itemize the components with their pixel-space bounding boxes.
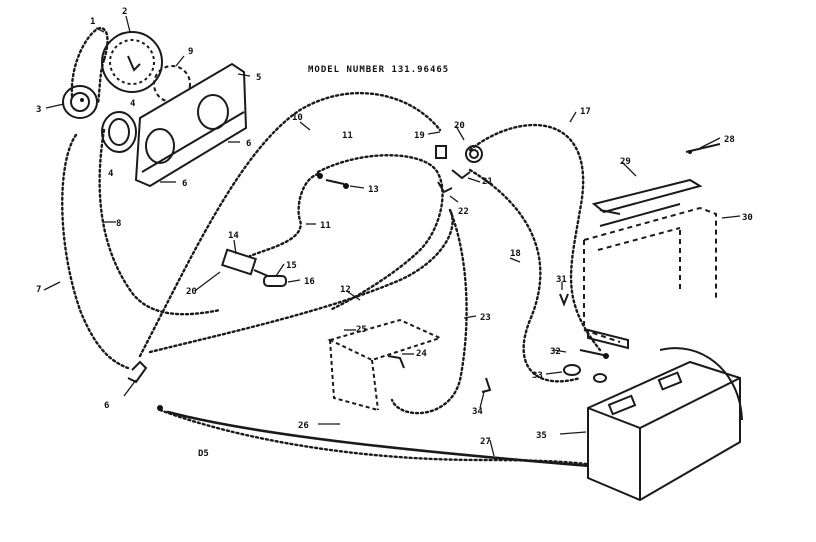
callout-15: 15 xyxy=(286,261,297,271)
callout-24: 24 xyxy=(416,349,427,359)
callout-30: 30 xyxy=(742,213,753,223)
callout-12: 12 xyxy=(340,285,351,295)
battery-box xyxy=(583,203,717,350)
hold-down-strap xyxy=(591,178,703,215)
callout-4: 4 xyxy=(108,169,114,179)
callout-19: 19 xyxy=(414,131,425,141)
callout-8: 8 xyxy=(116,219,121,229)
callout-2: 2 xyxy=(122,7,127,17)
callout-28: 28 xyxy=(724,135,735,145)
callout-32: 32 xyxy=(550,347,561,357)
callout-9: 9 xyxy=(188,47,193,57)
callout-35: 35 xyxy=(536,431,547,441)
switch-assembly xyxy=(221,173,349,287)
callout-20b: 20 xyxy=(454,121,465,131)
wire-harness xyxy=(61,26,602,468)
ground-clip xyxy=(127,360,148,384)
callout-33: 33 xyxy=(532,371,543,381)
bracket-assembly xyxy=(327,318,443,411)
callout-6b: 6 xyxy=(182,179,187,189)
callout-21: 21 xyxy=(482,177,493,187)
bolt-31 xyxy=(559,293,569,307)
callout-14: 14 xyxy=(228,231,239,241)
connector-cluster xyxy=(435,145,483,194)
callout-1: 1 xyxy=(90,17,95,27)
callout-16: 16 xyxy=(304,277,315,287)
callout-13: 13 xyxy=(368,185,379,195)
callout-23: 23 xyxy=(480,313,491,323)
callout-29: 29 xyxy=(620,157,631,167)
gauge-cluster xyxy=(62,31,191,153)
battery xyxy=(587,347,743,502)
callout-6c: 6 xyxy=(104,401,109,411)
callout-20: 20 xyxy=(186,287,197,297)
callout-11b: 11 xyxy=(320,221,331,231)
callout-18: 18 xyxy=(510,249,521,259)
leader-lines xyxy=(43,15,741,457)
clip-34 xyxy=(481,377,492,393)
callout-34: 34 xyxy=(472,407,483,417)
callout-27: 27 xyxy=(480,437,491,447)
callout-31: 31 xyxy=(556,275,567,285)
instrument-panel xyxy=(134,62,248,188)
callout-5: 5 xyxy=(256,73,261,83)
callout-26: 26 xyxy=(298,421,309,431)
battery-cables xyxy=(563,349,609,383)
callout-6: 6 xyxy=(246,139,251,149)
callout-25: 25 xyxy=(356,325,367,335)
callout-4b: 4 xyxy=(130,99,136,109)
gauge-lower xyxy=(101,111,137,153)
gauge-top xyxy=(101,31,163,93)
callout-11: 11 xyxy=(342,131,353,141)
model-number-label: MODEL NUMBER 131.96465 xyxy=(308,65,449,75)
callout-3: 3 xyxy=(36,105,41,115)
callout-10: 10 xyxy=(292,113,303,123)
figure-code: D5 xyxy=(198,449,209,459)
callout-22: 22 xyxy=(458,207,469,217)
callout-17: 17 xyxy=(580,107,591,117)
callout-7: 7 xyxy=(36,285,41,295)
gauge-left xyxy=(62,85,98,119)
callout-labels: 3 1 2 9 5 6 6 4 4 8 7 6 10 11 11 13 14 1… xyxy=(36,7,753,447)
